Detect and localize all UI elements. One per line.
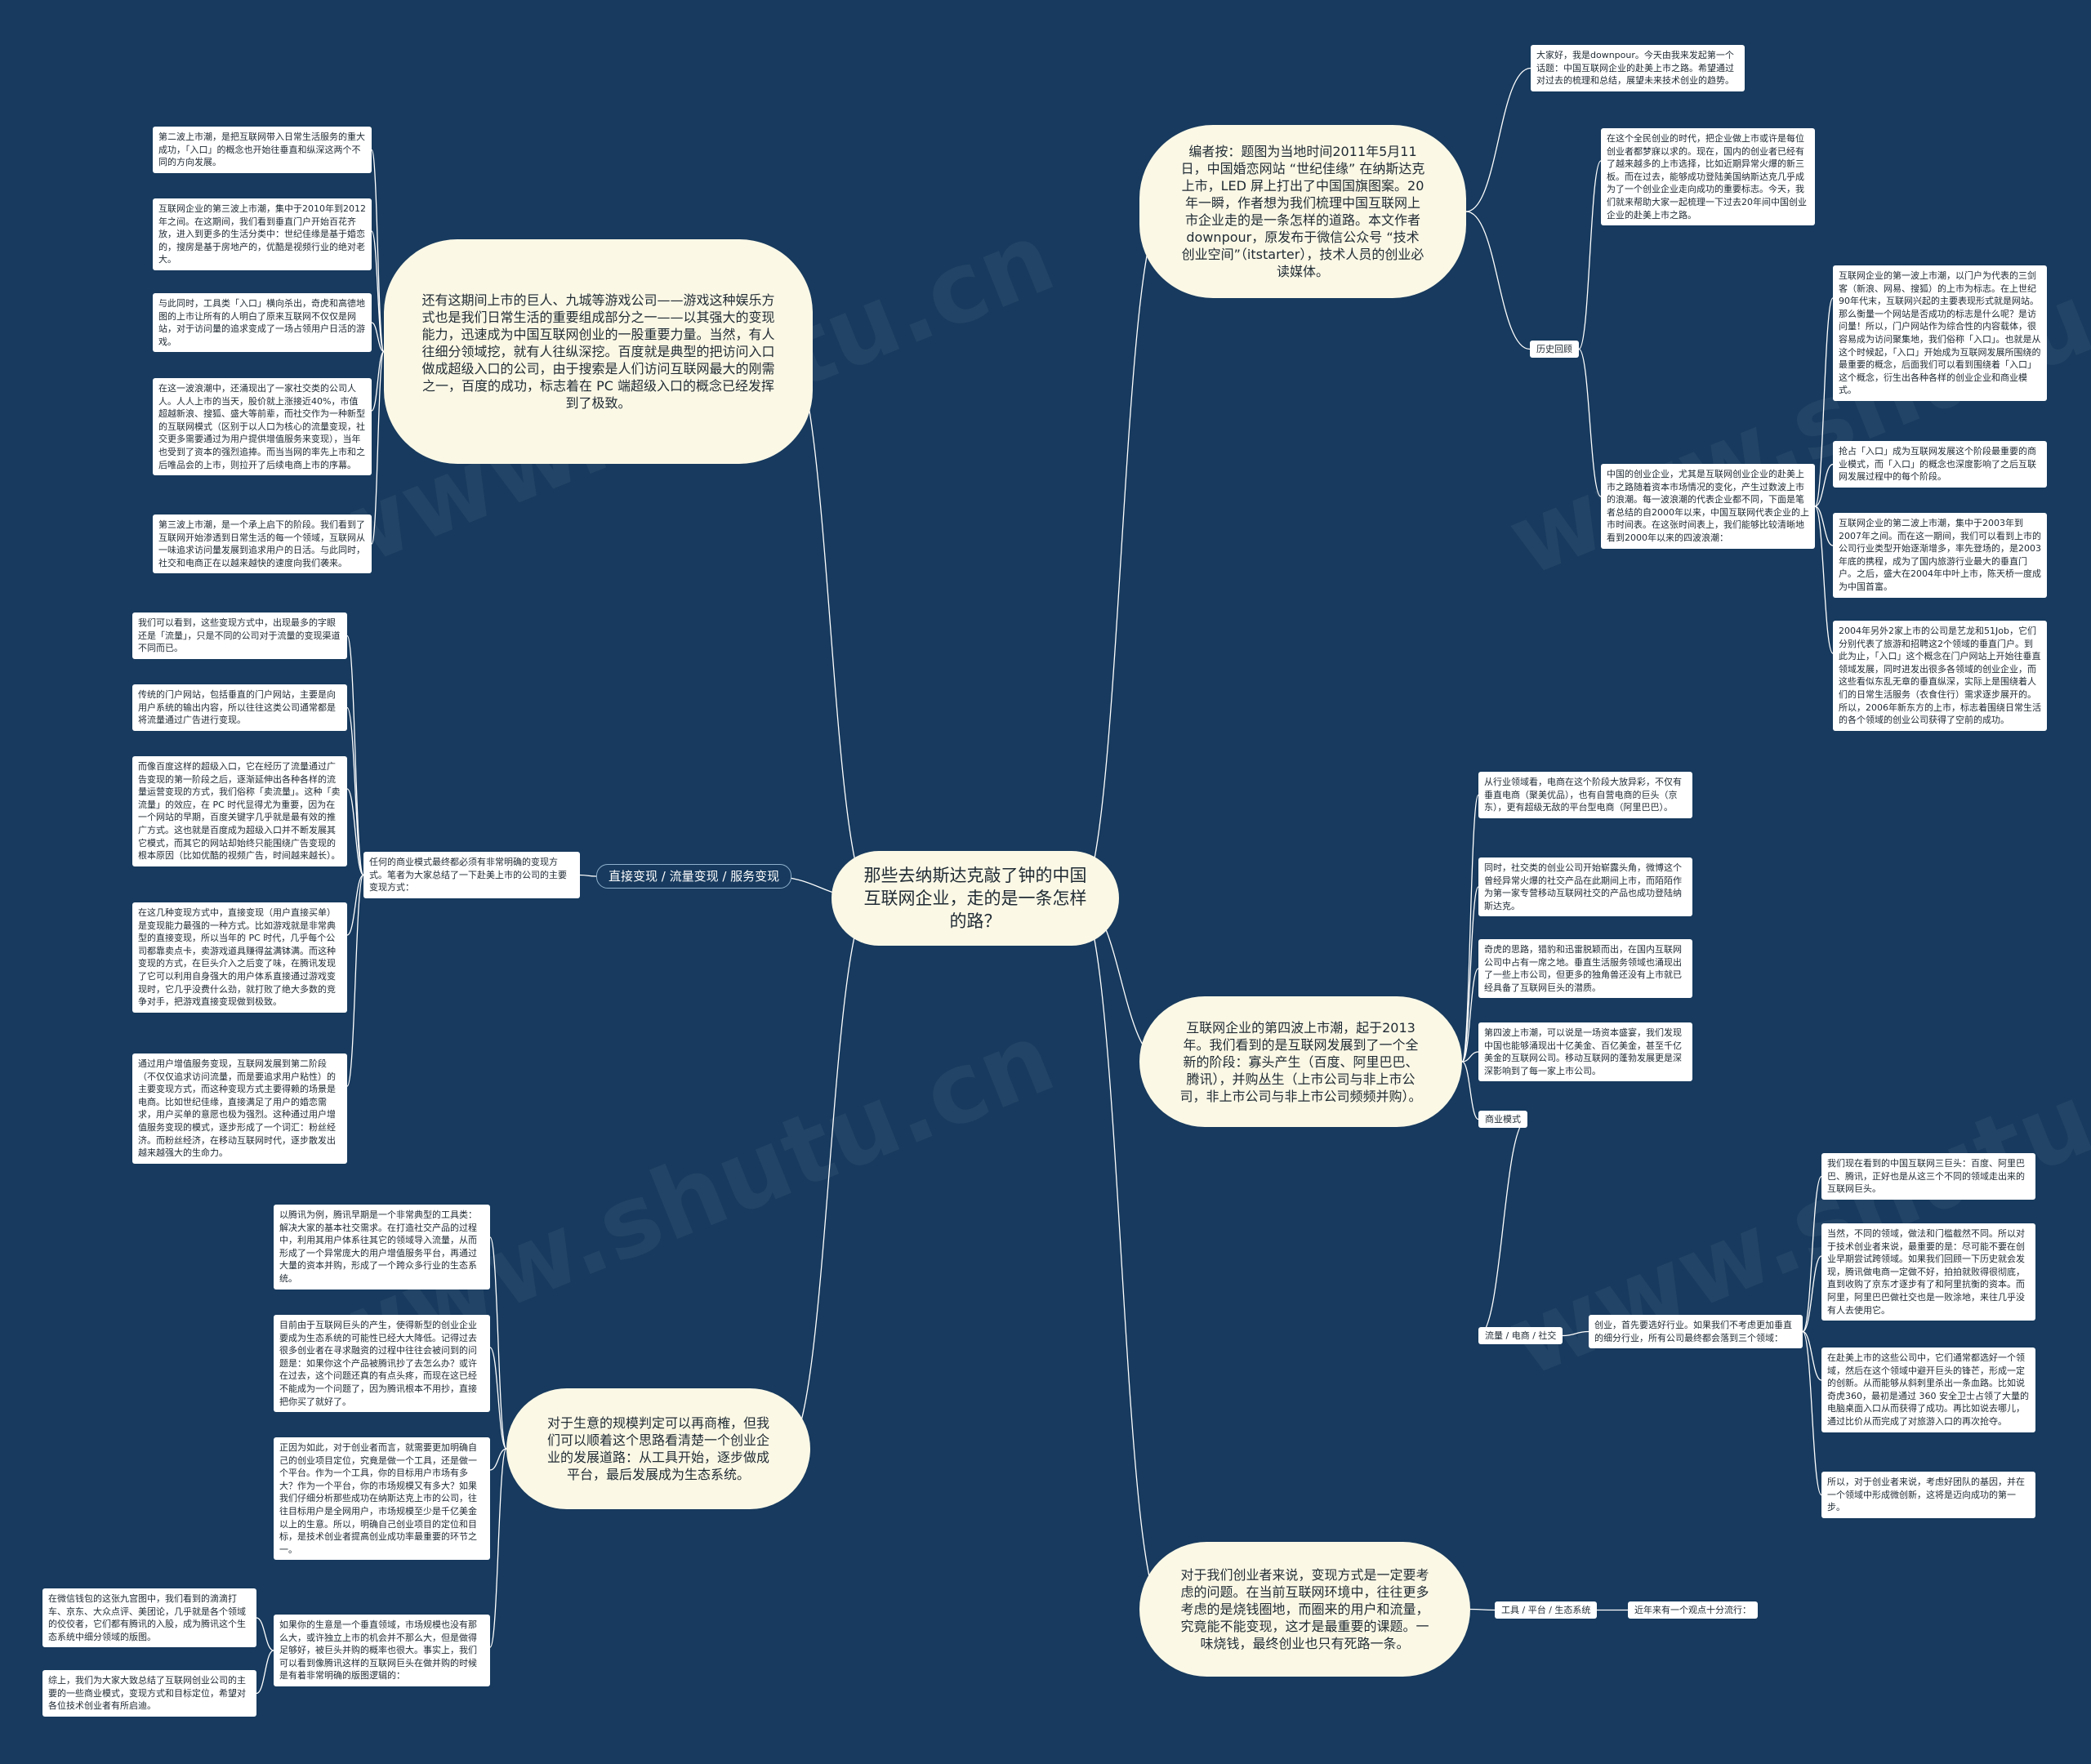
connector-r2-intro	[1562, 1330, 1589, 1337]
connector-r2-tag-traffic	[1478, 1118, 1528, 1337]
l1-box-4: 在这一波浪潮中，还涌现出了一家社交类的公司人人。人人上市的当天，股价就上涨接近4…	[153, 378, 372, 476]
r2-intro: 创业，首先要选好行业。如果我们不考虑更加垂直的细分行业，所有公司最终都会落到三个…	[1589, 1315, 1803, 1349]
l1-box-5: 第三波上市潮，是一个承上启下的阶段。我们看到了互联网开始渗透到日常生活的每一个领…	[153, 514, 372, 574]
r1-mid-1: 在这个全民创业的时代，把企业做上市或许是每位创业者都梦寐以求的。现在，国内的创业…	[1601, 128, 1815, 226]
r1-box-4: 2004年另外2家上市的公司是艺龙和51Job，它们分别代表了旅游和招聘这2个领…	[1833, 621, 2047, 731]
connector-r1-intro	[1465, 67, 1531, 212]
r2-tag-traffic[interactable]: 流量 / 电商 / 社交	[1478, 1327, 1563, 1344]
l3-box-3: 正因为如此，对于创业者而言，就需要更加明确自己的创业项目定位，究竟是做一个工具，…	[274, 1437, 490, 1561]
connector-l1-box-2	[371, 230, 385, 353]
l1-box-2: 互联网企业的第三波上市潮，集中于2010年到2012年之间。在这期间，我们看到垂…	[153, 198, 372, 270]
connector-l1-box-5	[371, 350, 385, 545]
connector-r1-mid-1	[1578, 160, 1602, 350]
l2-box-1: 我们可以看到，这些变现方式中，出现最多的字眼还是「流量」，只是不同的公司对于流量…	[132, 612, 347, 659]
connector-l2-box-2	[346, 706, 364, 876]
l2-box-5: 通过用户增值服务变现，互联网发展到第二阶段（不仅仅追求访问流量，而是要追求用户粘…	[132, 1054, 347, 1164]
connector-l2-box-4	[346, 874, 364, 936]
connector-l1-box-4	[371, 350, 385, 412]
l3-box-2: 目前由于互联网巨头的产生，使得新型的创业企业要成为生态系统的可能性已经大大降低。…	[274, 1315, 490, 1413]
connector-l2-box-1	[346, 635, 364, 876]
r2-box-2: 同时，社交类的创业公司开始崭露头角，微博这个曾经异常火爆的社交产品在此期间上市，…	[1478, 858, 1692, 917]
r1-tag-history[interactable]: 历史回顾	[1530, 341, 1579, 358]
r1-mid-2: 中国的创业企业，尤其是互联网创业企业的赴美上市之路随着资本市场情况的变化，产生过…	[1601, 464, 1815, 549]
connector-r1-tag-history	[1465, 211, 1531, 350]
right-branch-1[interactable]: 编者按：题图为当地时间2011年5月11日，中国婚恋网站 “世纪佳缘” 在纳斯达…	[1139, 125, 1466, 298]
connector-r2-sub-2	[1802, 1255, 1822, 1333]
connector-l3-box-2	[489, 1347, 507, 1450]
l2-box-3: 而像百度这样的超级入口，它在经历了流量通过广告变现的第一阶段之后，逐渐延伸出各种…	[132, 756, 347, 866]
connector-r2-tag-business-model	[1461, 1061, 1479, 1120]
r1-intro: 大家好，我是downpour。今天由我来发起第一个话题：中国互联网企业的赴美上市…	[1531, 45, 1745, 91]
connector-l3-sub-1	[256, 1617, 274, 1651]
r1-box-3: 互联网企业的第二波上市潮，集中于2003年到2007年之间。而在这一期间，我们可…	[1833, 513, 2047, 598]
connector-l3-box-4	[489, 1448, 507, 1648]
l1-box-1: 第二波上市潮，是把互联网带入日常生活服务的重大成功，「入口」的概念也开始往垂直和…	[153, 127, 372, 173]
l2-box-2: 传统的门户网站，包括垂直的门户网站，主要是向用户系统的输出内容，所以往往这类公司…	[132, 684, 347, 731]
connector-right-branch-1	[1077, 211, 1165, 899]
r2-sub-4: 所以，对于创业者来说，考虑好团队的基因，并在一个领域中形成微创新，这将是迈向成功…	[1821, 1472, 2035, 1518]
connector-right-branch-3	[1077, 898, 1165, 1610]
center-topic[interactable]: 那些去纳斯达克敲了钟的中国互联网企业，走的是一条怎样的路？	[831, 851, 1119, 946]
connector-r2-sub-4	[1802, 1330, 1822, 1496]
connector-l3-sub-2	[256, 1650, 274, 1695]
connector-left-branch-1	[787, 350, 873, 899]
l3-box-4: 如果你的生意是一个垂直领域，市场规模也没有那么大，或许独立上市的机会并不那么大，…	[274, 1615, 490, 1686]
connector-r1-box-2	[1814, 463, 1834, 507]
connector-l3-box-1	[489, 1236, 507, 1450]
l1-box-3: 与此同时，工具类「入口」横向杀出，奇虎和高德地图的上市让所有的人明白了原来互联网…	[153, 293, 372, 353]
r1-box-2: 抢占「入口」成为互联网发展这个阶段最重要的商业模式，而「入口」的概念也深度影响了…	[1833, 441, 2047, 488]
connector-r1-box-3	[1814, 506, 1834, 546]
right-branch-3[interactable]: 对于我们创业者来说，变现方式是一定要考虑的问题。在当前互联网环境中，往往更多考虑…	[1139, 1542, 1470, 1677]
connector-r2-box-1	[1461, 794, 1479, 1062]
connector-r1-mid-2	[1578, 348, 1602, 497]
left-branch-1[interactable]: 还有这期间上市的巨人、九城等游戏公司——游戏这种娱乐方式也是我们日常生活的重要组…	[384, 239, 813, 464]
left-branch-2[interactable]: 直接变现 / 流量变现 / 服务变现	[596, 864, 792, 889]
r3-tag-platform[interactable]: 工具 / 平台 / 生态系统	[1495, 1601, 1598, 1619]
left-branch-3[interactable]: 对于生意的规模判定可以再商榷，但我们可以顺着这个思路看清楚一个创业企业的发展道路…	[506, 1388, 810, 1509]
connector-r2-box-2	[1461, 886, 1479, 1062]
r2-tag-business-model[interactable]: 商业模式	[1478, 1111, 1527, 1128]
r3-note: 近年来有一个观点十分流行：	[1628, 1601, 1758, 1619]
connector-l2-box-3	[346, 788, 364, 876]
r2-box-1: 从行业领域看，电商在这个阶段大放异彩，不仅有垂直电商（聚美优品），也有自营电商的…	[1478, 772, 1692, 818]
connector-l3-box-3	[489, 1448, 507, 1471]
connector-r2-box-3	[1461, 968, 1479, 1062]
r2-box-4: 第四波上市潮，可以说是一场资本盛宴，我们发现中国也能够涌现出十亿美金、百亿美金，…	[1478, 1022, 1692, 1082]
connector-l1-box-1	[371, 149, 385, 353]
r2-sub-2: 当然，不同的领域，做法和门槛截然不同。所以对于技术创业者来说，最重要的是：尽可能…	[1821, 1223, 2035, 1321]
connector-r1-box-1	[1814, 297, 1834, 507]
connector-r2-box-4	[1461, 1051, 1479, 1062]
connector-r2-sub-3	[1802, 1330, 1822, 1381]
l3-box-1: 以腾讯为例，腾讯早期是一个非常典型的工具类：解决大家的基本社交需求。在打造社交产…	[274, 1205, 490, 1290]
r2-sub-3: 在赴美上市的这些公司中，它们通常都选好一个领域，然后在这个领域中避开巨头的锋芒，…	[1821, 1348, 2035, 1432]
connector-r1-box-4	[1814, 506, 1834, 654]
l2-intro: 任何的商业模式最终都必须有非常明确的变现方式。笔者为大家总结了一下赴美上市的公司…	[363, 852, 580, 898]
r1-box-1: 互联网企业的第一波上市潮，以门户为代表的三剑客（新浪、网易、搜狐）的上市为标志。…	[1833, 265, 2047, 401]
r2-sub-1: 我们现在看到的中国互联网三巨头：百度、阿里巴巴、腾讯，正好也是从这三个不同的领域…	[1821, 1153, 2035, 1200]
r2-box-3: 奇虎的思路，猎豹和迅雷脱颖而出，在国内互联网公司中占有一席之地。垂直生活服务领域…	[1478, 939, 1692, 999]
connector-l2-intro	[579, 874, 597, 877]
l3-sub-2: 综上，我们为大家大致总结了互联网创业公司的主要的一些商业模式，变现方式和目标定位…	[42, 1670, 256, 1717]
l2-box-4: 在这几种变现方式中，直接变现（用户直接买单）是变现能力最强的一种方式。比如游戏就…	[132, 902, 347, 1013]
connector-r2-sub-1	[1802, 1175, 1822, 1333]
connector-l1-box-3	[371, 322, 385, 353]
right-branch-2[interactable]: 互联网企业的第四波上市潮，起于2013年。我们看到的是互联网发展到了一个全新的阶…	[1139, 996, 1462, 1127]
l3-sub-1: 在微信钱包的这张九宫图中，我们看到的滴滴打车、京东、大众点评、美团论，几乎就是各…	[42, 1588, 256, 1648]
connector-l2-box-5	[346, 874, 364, 1087]
